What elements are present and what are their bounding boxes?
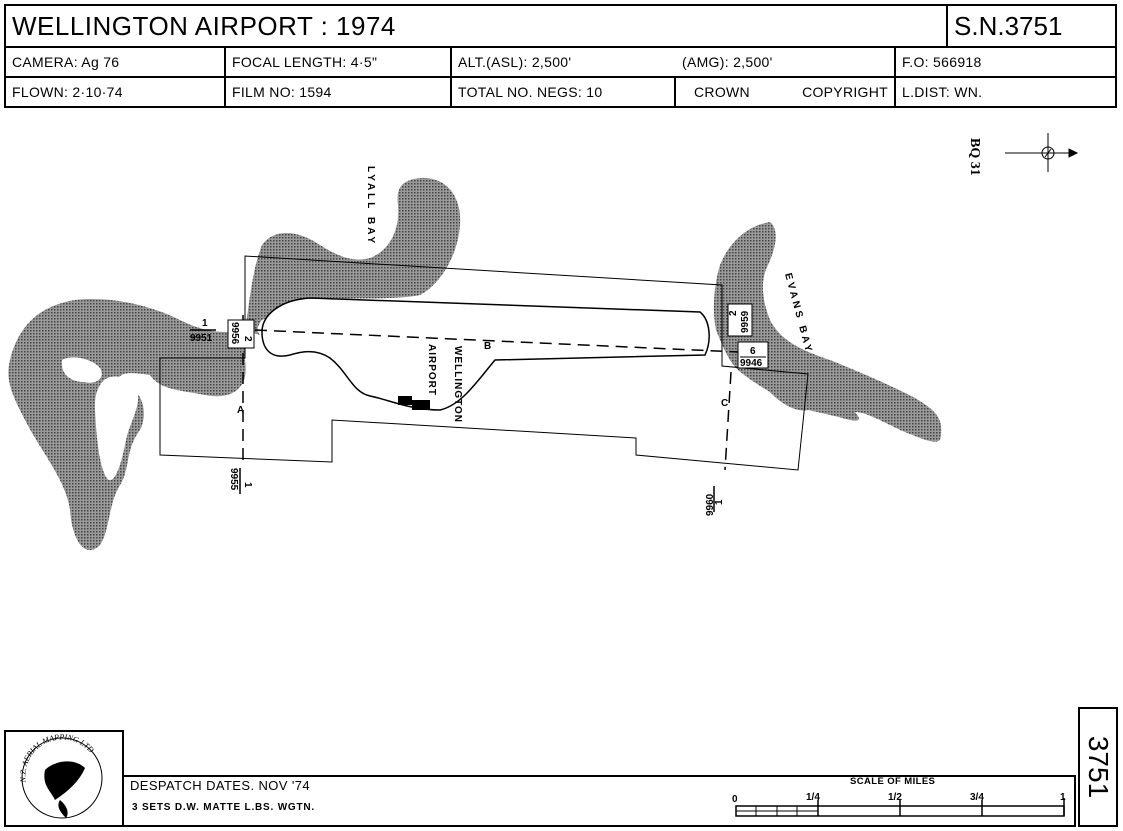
alt-amg-field: (AMG): 2,500': [676, 48, 896, 76]
airport-land-outline: [261, 297, 710, 411]
header-row-title: WELLINGTON AIRPORT : 1974 S.N.3751: [6, 6, 1115, 48]
frame-ref-right-bottom: 1 9960: [705, 486, 725, 516]
scale-tick-three-quarter: 3/4: [970, 792, 984, 803]
camera-field: CAMERA: Ag 76: [6, 48, 226, 76]
svg-text:2: 2: [728, 310, 739, 316]
scale-bar: 0 1/4 1/2 3/4 1: [732, 792, 1066, 817]
alt-asl-field: ALT.(ASL): 2,500': [458, 54, 572, 70]
header-row-flown: FLOWN: 2·10·74 FILM NO: 1594 TOTAL NO. N…: [6, 78, 1115, 106]
flown-field: FLOWN: 2·10·74: [6, 78, 226, 106]
logo-box: [4, 730, 124, 827]
run-b-label: B: [484, 341, 491, 352]
svg-text:9956: 9956: [229, 322, 240, 345]
inner-lagoon: [61, 357, 102, 383]
sheet-side-number: 3751: [1083, 735, 1115, 799]
land-lyall-bay: [245, 177, 461, 335]
scale-tick-1: 1: [1060, 792, 1066, 803]
terminal-building-2: [412, 400, 430, 410]
focal-length-field: FOCAL LENGTH: 4·5": [226, 48, 452, 76]
despatch-dates: DESPATCH DATES. NOV '74: [130, 778, 310, 793]
film-no-field: FILM NO: 1594: [226, 78, 452, 106]
terminal-building: [398, 396, 412, 405]
run-c-label: C: [721, 398, 728, 409]
l-dist-field: L.DIST: WN.: [902, 84, 983, 100]
fo-field: F.O: 566918: [902, 54, 982, 70]
header-row-camera: CAMERA: Ag 76 FOCAL LENGTH: 4·5" ALT.(AS…: [6, 48, 1115, 78]
copyright-field: CROWN COPYRIGHT: [676, 78, 896, 106]
land-evans-bay: [713, 222, 942, 442]
scale-tick-quarter: 1/4: [806, 792, 820, 803]
scale-title: SCALE OF MILES: [850, 776, 936, 787]
frame-ref-right-box1: 2 9959: [727, 303, 753, 337]
lyall-bay-label: LYALL BAY: [365, 166, 376, 246]
scale-tick-0: 0: [732, 794, 738, 805]
svg-text:9959: 9959: [740, 310, 751, 333]
frame-ref-left-bottom: 1 9955: [228, 468, 253, 494]
svg-text:1: 1: [202, 318, 208, 329]
svg-text:9955: 9955: [228, 468, 239, 491]
land-lyall-spit: [291, 267, 306, 298]
land-evans-south-spit: [770, 386, 808, 411]
svg-text:1: 1: [242, 482, 253, 488]
copyright-label: COPYRIGHT: [802, 84, 888, 100]
airport-label: AIRPORT: [426, 344, 437, 396]
crown-label: CROWN: [694, 84, 750, 100]
frame-ref-left-box: 2 9956: [227, 319, 255, 349]
svg-text:9951: 9951: [190, 333, 213, 344]
airport-name-label: WELLINGTON: [452, 346, 463, 423]
scale-tick-half: 1/2: [888, 792, 902, 803]
frame-ref-right-box2: 6 9946: [737, 341, 769, 369]
svg-text:1: 1: [714, 499, 725, 505]
run-a-label: A: [237, 405, 244, 416]
svg-text:9960: 9960: [705, 493, 716, 516]
coverage-frames: [159, 255, 809, 471]
svg-text:6: 6: [750, 346, 756, 357]
inner-lagoon-2: [94, 376, 139, 481]
north-arrow-icon: [1005, 133, 1079, 172]
sets-note: 3 SETS D.W. MATTE L.BS. WGTN.: [132, 802, 316, 813]
frame-ref-left-top: 1 9951: [190, 318, 216, 344]
map-title: WELLINGTON AIRPORT : 1974: [6, 6, 948, 46]
footer-strip: [124, 775, 1076, 827]
svg-text:9946: 9946: [740, 358, 763, 369]
sheet-number: S.N.3751: [954, 10, 1063, 41]
total-negs-field: TOTAL NO. NEGS: 10: [452, 78, 676, 106]
header-table: WELLINGTON AIRPORT : 1974 S.N.3751 CAMER…: [4, 4, 1117, 108]
svg-text:2: 2: [242, 336, 253, 342]
sheet-side-box: 3751: [1078, 707, 1118, 827]
